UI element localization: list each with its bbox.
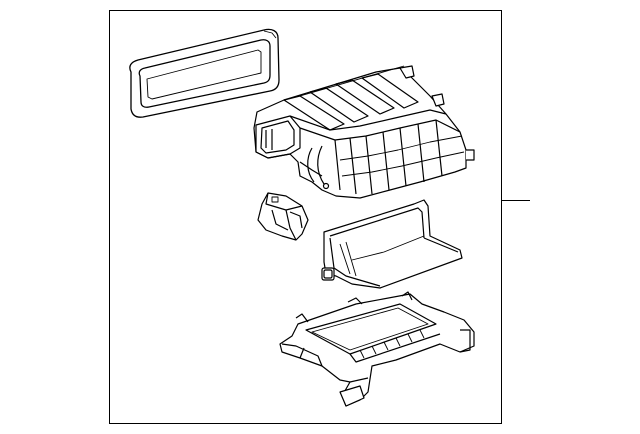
diagram-frame — [109, 10, 502, 424]
filter-door-part — [322, 200, 462, 288]
lower-tray-part — [280, 292, 474, 406]
gasket-seal-part — [130, 29, 279, 117]
actuator-part — [258, 193, 308, 240]
upper-case-part — [254, 66, 474, 198]
